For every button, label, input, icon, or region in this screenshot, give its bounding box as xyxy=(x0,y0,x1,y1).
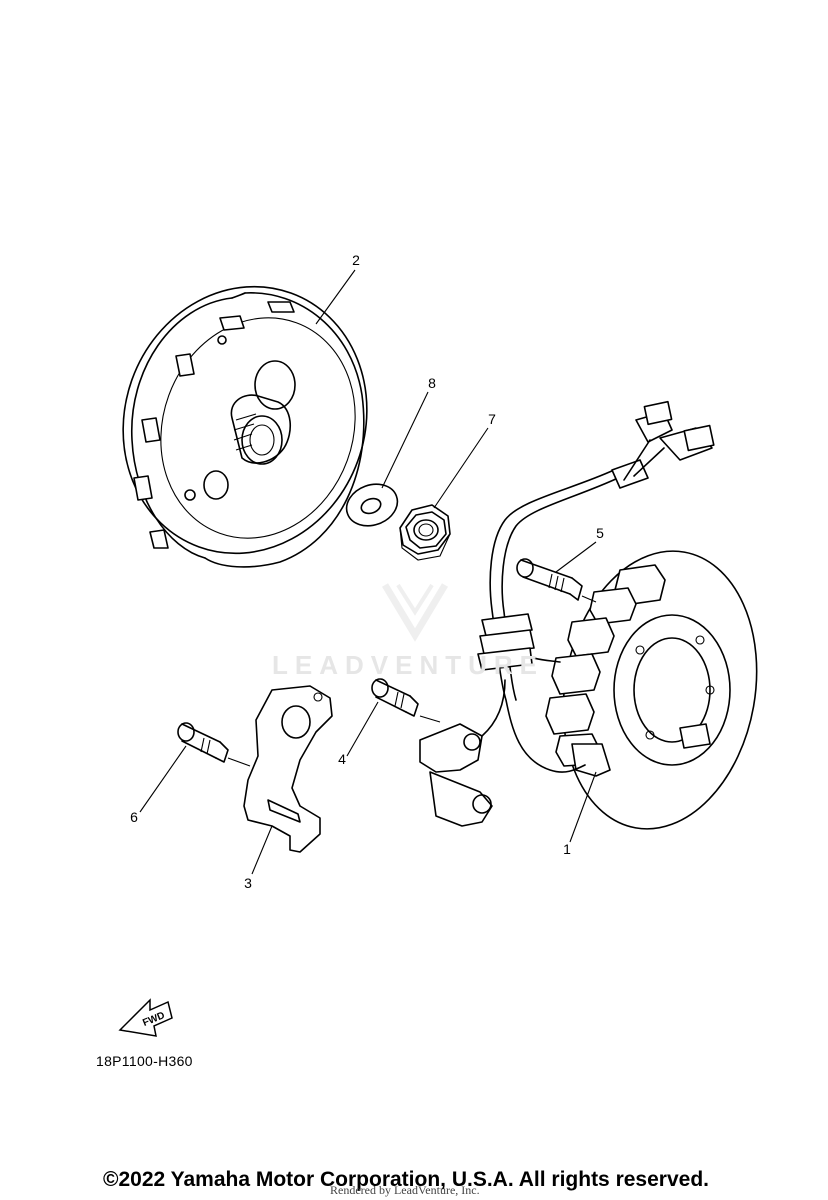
assembly-lines xyxy=(227,595,597,767)
callout-1[interactable]: 1 xyxy=(563,841,571,857)
callout-4[interactable]: 4 xyxy=(338,751,346,767)
callout-8[interactable]: 8 xyxy=(428,375,436,391)
callout-5[interactable]: 5 xyxy=(596,525,604,541)
fwd-arrow-icon: FWD xyxy=(118,998,173,1037)
callout-6[interactable]: 6 xyxy=(130,809,138,825)
rendered-by-notice: Rendered by LeadVenture, Inc. xyxy=(330,1183,480,1197)
callout-7[interactable]: 7 xyxy=(488,411,496,427)
callout-3[interactable]: 3 xyxy=(244,875,252,891)
watermark-logo xyxy=(381,583,449,642)
pickup-bolt[interactable] xyxy=(371,678,419,717)
callout-2[interactable]: 2 xyxy=(352,252,360,268)
flange-nut[interactable] xyxy=(399,504,451,561)
leader-lines xyxy=(139,269,597,875)
stator-bolt[interactable] xyxy=(516,558,583,601)
bracket-bolt[interactable] xyxy=(177,722,229,763)
diagram-code: 18P1100-H360 xyxy=(96,1053,193,1069)
wire-bracket[interactable] xyxy=(243,685,333,853)
washer[interactable] xyxy=(341,477,404,532)
stator-assembly[interactable] xyxy=(477,400,778,845)
pickup-coil[interactable] xyxy=(419,679,506,827)
watermark-text: LEADVENTURE xyxy=(272,650,545,680)
flywheel-rotor[interactable] xyxy=(86,252,404,588)
copyright-notice: ©2022 Yamaha Motor Corporation, U.S.A. A… xyxy=(103,1168,709,1191)
